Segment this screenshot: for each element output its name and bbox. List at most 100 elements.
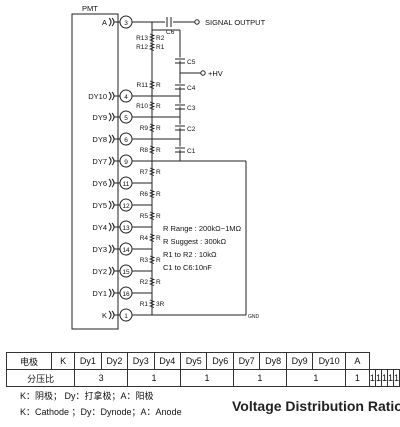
pin-name: DY8 [92, 135, 107, 144]
pin-socket-icon [108, 91, 115, 101]
resistor-label: R4 [140, 235, 149, 242]
header-cell-dy8: Dy8 [259, 352, 287, 370]
resistor-value: R [156, 279, 161, 286]
resistor-label: R2 [140, 279, 149, 286]
pin-socket-icon [108, 112, 115, 122]
pin-socket-icon [108, 222, 115, 232]
resistor-r3: R3 R [140, 255, 161, 264]
header-cell-dy5: Dy5 [180, 352, 208, 370]
resistor-symbol [148, 145, 156, 154]
ratio-dy4-dy5: 1 [285, 369, 346, 387]
pin-number: 15 [122, 269, 130, 276]
resistor-symbol [148, 80, 156, 89]
note-capacitors: C1 to C6:10nF [163, 263, 212, 272]
ratio-dy9-dy10: 1 [386, 369, 394, 387]
resistor-symbol [148, 233, 156, 242]
resistor-r5: R5 R [140, 211, 161, 220]
resistor-label: R5 [140, 213, 149, 220]
pin-number: 5 [124, 115, 128, 122]
signal-output-label: SIGNAL OUTPUT [205, 18, 266, 27]
resistor-label: R3 [140, 257, 149, 264]
header-cell-dy6: Dy6 [206, 352, 234, 370]
pin-socket-icon [108, 134, 115, 144]
hv-label: +HV [208, 69, 223, 78]
pin-dy2: DY2 15 [92, 264, 152, 278]
capacitor-c2: C2 [175, 124, 196, 133]
header-cell-a: A [344, 352, 370, 370]
capacitor-label: C4 [187, 85, 196, 92]
capacitor-label: C1 [187, 148, 196, 155]
resistor-value: 3R [156, 301, 165, 308]
capacitor-c6: C6 [166, 17, 175, 36]
pin-dy10: DY10 4 [88, 89, 152, 103]
pin-number: 11 [123, 181, 130, 188]
pin-name: DY5 [92, 201, 107, 210]
pin-name: DY10 [88, 92, 107, 101]
note-r-suggest: R Suggest : 300kΩ [163, 237, 227, 246]
pin-socket-icon [108, 288, 115, 298]
ratio-dy7-dy8: 1 [374, 369, 382, 387]
electrode-row: 电极 K Dy1 Dy2 Dy3 Dy4 Dy5 Dy6 Dy7 Dy8 Dy9… [5, 352, 400, 370]
pin-number: 13 [122, 225, 130, 232]
resistor-label: R10 [136, 103, 148, 110]
capacitor-c3: C3 [175, 103, 196, 112]
pin-number: 3 [124, 20, 128, 27]
voltage-ratio-table: 电极 K Dy1 Dy2 Dy3 Dy4 Dy5 Dy6 Dy7 Dy8 Dy9… [5, 352, 400, 387]
ratio-dy2-dy3: 1 [180, 369, 234, 387]
pin-number: 9 [124, 159, 128, 166]
header-cell-dy1: Dy1 [74, 352, 102, 370]
pin-name: DY1 [92, 289, 107, 298]
resistor-label: R8 [140, 147, 149, 154]
ratio-row: 分压比 3 1 1 1 1 1 1 1 1 1 1 [5, 369, 400, 387]
header-cell-dy3: Dy3 [127, 352, 155, 370]
header-cell-dy2: Dy2 [100, 352, 129, 370]
pin-number: 4 [124, 94, 128, 101]
pin-number: 1 [124, 313, 128, 320]
capacitor-label: C5 [187, 59, 196, 66]
ratio-k-dy1: 3 [74, 369, 129, 387]
pin-number: 14 [122, 247, 130, 254]
resistor-label: R1 [140, 301, 149, 308]
resistor-value: R1 [156, 44, 165, 51]
pin-socket-icon [108, 244, 115, 254]
pin-name: DY9 [92, 113, 107, 122]
ratio-dy10-a: 1 [392, 369, 400, 387]
note-r-range: R Range : 200kΩ~1MΩ [163, 224, 242, 233]
resistor-symbol [148, 42, 156, 51]
resistor-value: R [156, 191, 161, 198]
pin-name: DY2 [92, 267, 107, 276]
resistor-symbol [148, 123, 156, 132]
resistor-r1: R1 3R [140, 299, 165, 308]
resistor-label: R11 [137, 82, 149, 89]
pin-socket-icon [108, 310, 115, 320]
capacitor-label: C6 [166, 29, 175, 36]
table-title: Voltage Distribution Ratio [232, 398, 400, 414]
ratio-dy5-dy6: 1 [344, 369, 370, 387]
capacitor-label: C2 [187, 126, 196, 133]
resistor-value: R [156, 147, 161, 154]
resistor-symbol [148, 255, 156, 264]
legend-chinese: K：阴极； Dy：打拿极；A：阳极 [20, 391, 154, 401]
resistor-value: R [156, 257, 161, 264]
ratio-row-label: 分压比 [5, 369, 76, 387]
header-cell-dy10: Dy10 [312, 352, 346, 370]
resistor-value: R [156, 213, 161, 220]
resistor-label: R9 [140, 125, 149, 132]
resistor-r2: R2 R [140, 277, 161, 286]
hv-terminal [200, 70, 206, 76]
resistor-value: R [156, 235, 161, 242]
signal-output-terminal [194, 19, 200, 25]
resistor-value: R2 [156, 35, 165, 42]
